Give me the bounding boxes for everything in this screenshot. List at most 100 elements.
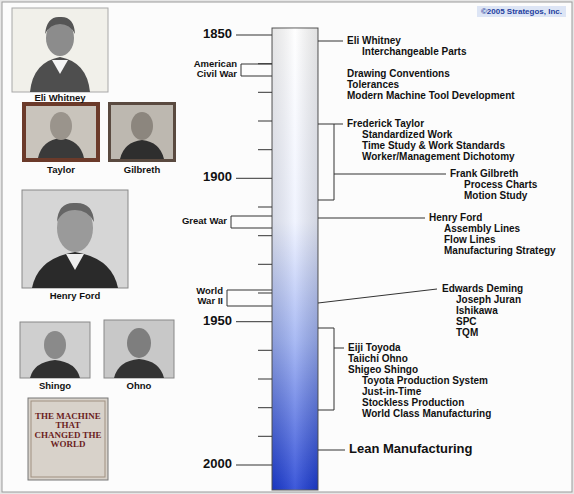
photo-frame — [22, 190, 128, 288]
minor-tick — [258, 235, 272, 236]
copyright-text: ©2005 Strategos, Inc. — [481, 7, 562, 16]
book-cover — [28, 398, 108, 480]
photo-hair — [57, 203, 94, 222]
year-label: 2000 — [203, 457, 232, 471]
bracket — [318, 328, 344, 410]
photo-ground — [111, 105, 173, 159]
war-label: American Civil War — [185, 59, 237, 80]
timeline-shade — [272, 28, 318, 490]
war-label: World War II — [183, 286, 223, 307]
timeline-bar — [272, 28, 318, 490]
pioneer-name: Shigeo Shingo — [348, 364, 418, 375]
book-title: THE MACHINE THAT CHANGED THE WORLD — [33, 412, 103, 450]
war-brackets — [227, 64, 272, 306]
photo-body — [120, 140, 164, 159]
leader-line — [318, 218, 425, 219]
major-tick — [236, 35, 272, 36]
pioneer-name: Henry Ford — [429, 212, 482, 223]
portrait-caption: Ohno — [127, 381, 152, 391]
photo-frame — [108, 102, 176, 162]
leader-line — [318, 289, 437, 303]
photo-body — [38, 138, 84, 158]
book-border — [31, 401, 105, 477]
year-label: 1850 — [203, 27, 232, 41]
contribution-item: Drawing Conventions — [347, 68, 450, 79]
contribution-item: Motion Study — [464, 190, 527, 201]
contribution-item: Modern Machine Tool Development — [347, 90, 515, 101]
contribution-item: Flow Lines — [444, 234, 496, 245]
photo-hair — [45, 17, 75, 34]
leader-lines — [318, 41, 446, 450]
minor-tick — [258, 293, 272, 294]
portrait-caption: Eli Whitney — [34, 93, 85, 103]
copyright-box: ©2005 Strategos, Inc. — [477, 6, 566, 17]
photo-head — [131, 112, 153, 140]
timeline-ticks — [236, 35, 272, 465]
bracket — [241, 64, 272, 76]
photo-frame — [12, 8, 108, 92]
major-tick — [236, 321, 272, 322]
minor-tick — [258, 207, 272, 208]
photo-body — [30, 57, 90, 92]
minor-tick — [258, 436, 272, 437]
photo-head — [127, 328, 151, 358]
portrait-whitney — [12, 8, 108, 92]
contribution-item: Manufacturing Strategy — [444, 245, 556, 256]
bracket — [231, 216, 272, 228]
portrait-gilbreth — [108, 102, 176, 162]
minor-tick — [258, 121, 272, 122]
contribution-item: SPC — [456, 316, 477, 327]
contribution-item: Just-in-Time — [362, 386, 421, 397]
minor-tick — [258, 92, 272, 93]
photo-body — [32, 252, 118, 288]
portrait-taylor — [22, 102, 100, 162]
pioneer-name: Ishikawa — [456, 305, 498, 316]
photo-head — [50, 112, 72, 140]
major-tick — [236, 465, 272, 466]
contribution-item: World Class Manufacturing — [362, 408, 491, 419]
pioneer-name: Frank Gilbreth — [450, 168, 518, 179]
leader-line — [318, 450, 345, 451]
leader-line — [318, 41, 343, 42]
contribution-item: Standardized Work — [362, 129, 452, 140]
minor-tick — [258, 264, 272, 265]
portrait-caption: Gilbreth — [124, 165, 160, 175]
contribution-item: TQM — [456, 327, 478, 338]
contribution-item: Process Charts — [464, 179, 537, 190]
photo-body — [30, 360, 80, 378]
year-label: 1950 — [203, 314, 232, 328]
minor-tick — [258, 407, 272, 408]
book-frame — [28, 398, 108, 480]
portrait-ford — [22, 190, 128, 288]
photo-frame — [104, 320, 174, 378]
major-tick — [236, 178, 272, 179]
minor-tick — [258, 350, 272, 351]
photo-head — [44, 331, 66, 359]
bracket — [318, 124, 343, 200]
portrait-caption: Shingo — [39, 381, 71, 391]
pioneer-name: Frederick Taylor — [347, 118, 424, 129]
contribution-item: Time Study & Work Standards — [362, 140, 505, 151]
contribution-item: Assembly Lines — [444, 223, 520, 234]
portrait-caption: Taylor — [47, 165, 75, 175]
war-label: Great War — [182, 216, 227, 226]
portrait-caption: Henry Ford — [50, 291, 101, 301]
minor-tick — [258, 379, 272, 380]
contribution-item: Stockless Production — [362, 397, 464, 408]
photo-frame — [20, 322, 90, 378]
contribution-item: Worker/Management Dichotomy — [362, 151, 515, 162]
photo-frame — [22, 102, 100, 162]
contribution-item: Tolerances — [347, 79, 399, 90]
pioneer-name: Eiji Toyoda — [348, 342, 401, 353]
photo-body — [114, 359, 164, 378]
photo-ground — [26, 106, 96, 158]
pioneer-name: Taiichi Ohno — [348, 353, 408, 364]
bracket — [227, 290, 272, 306]
minor-tick — [258, 149, 272, 150]
leader-line — [334, 174, 446, 175]
milestone-label: Lean Manufacturing — [349, 442, 473, 456]
contribution-item: Interchangeable Parts — [362, 46, 466, 57]
portrait-shingo — [20, 322, 90, 378]
year-label: 1900 — [203, 170, 232, 184]
